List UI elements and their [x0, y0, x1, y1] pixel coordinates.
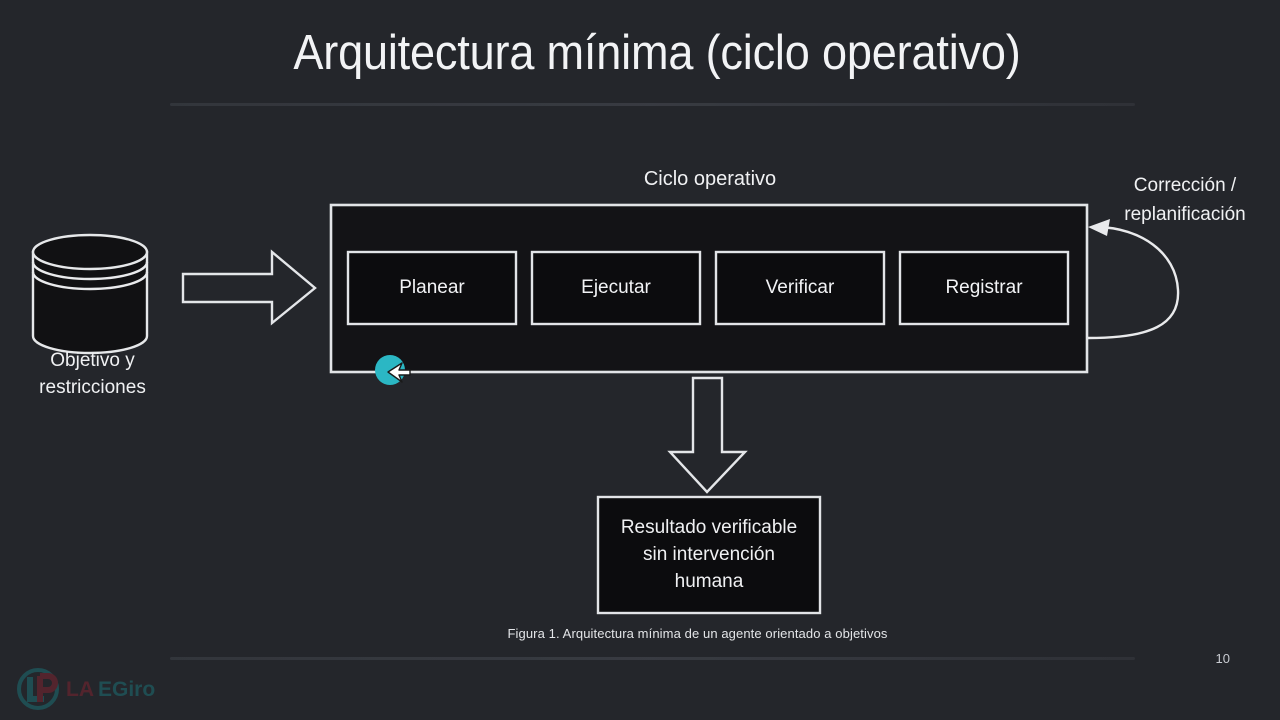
title-divider — [170, 103, 1135, 106]
right-block-arrow-icon — [181, 249, 317, 326]
database-cylinder-icon — [31, 233, 149, 355]
result-label: Resultado verificable sin intervención h… — [598, 514, 820, 595]
result-label-line1: Resultado verificable — [620, 517, 798, 538]
step-label-planear: Planear — [399, 277, 465, 298]
step-label-verificar: Verificar — [765, 277, 835, 298]
down-block-arrow-icon — [667, 376, 748, 494]
result-label-line2: sin intervención — [642, 544, 776, 565]
svg-text:LA: LA — [66, 678, 94, 701]
arrow-pointer-icon — [387, 362, 411, 383]
feedback-label-line1: Corrección / — [1133, 175, 1237, 196]
feedback-label-line2: replanificación — [1124, 204, 1246, 225]
step-label-ejecutar: Ejecutar — [581, 277, 651, 298]
source-label: Objetivo y restricciones — [10, 347, 175, 401]
step-label-registrar: Registrar — [945, 277, 1023, 298]
feedback-label: Corrección / replanificación — [1090, 171, 1280, 229]
mouse-cursor — [375, 355, 425, 391]
figure-caption: Figura 1. Arquitectura mínima de un agen… — [507, 626, 888, 641]
footer-divider — [170, 657, 1135, 660]
brand-logo: LA EGiro — [14, 666, 164, 712]
cycle-heading: Ciclo operativo — [643, 168, 777, 190]
svg-text:EGiro: EGiro — [98, 678, 155, 701]
curved-feedback-arrow-icon — [1087, 219, 1180, 340]
source-label-line2: restricciones — [39, 377, 146, 398]
page-title: Arquitectura mínima (ciclo operativo) — [293, 26, 1021, 80]
page-number: 10 — [1215, 651, 1230, 666]
result-label-line3: humana — [674, 571, 744, 592]
source-label-line1: Objetivo y — [50, 350, 135, 371]
